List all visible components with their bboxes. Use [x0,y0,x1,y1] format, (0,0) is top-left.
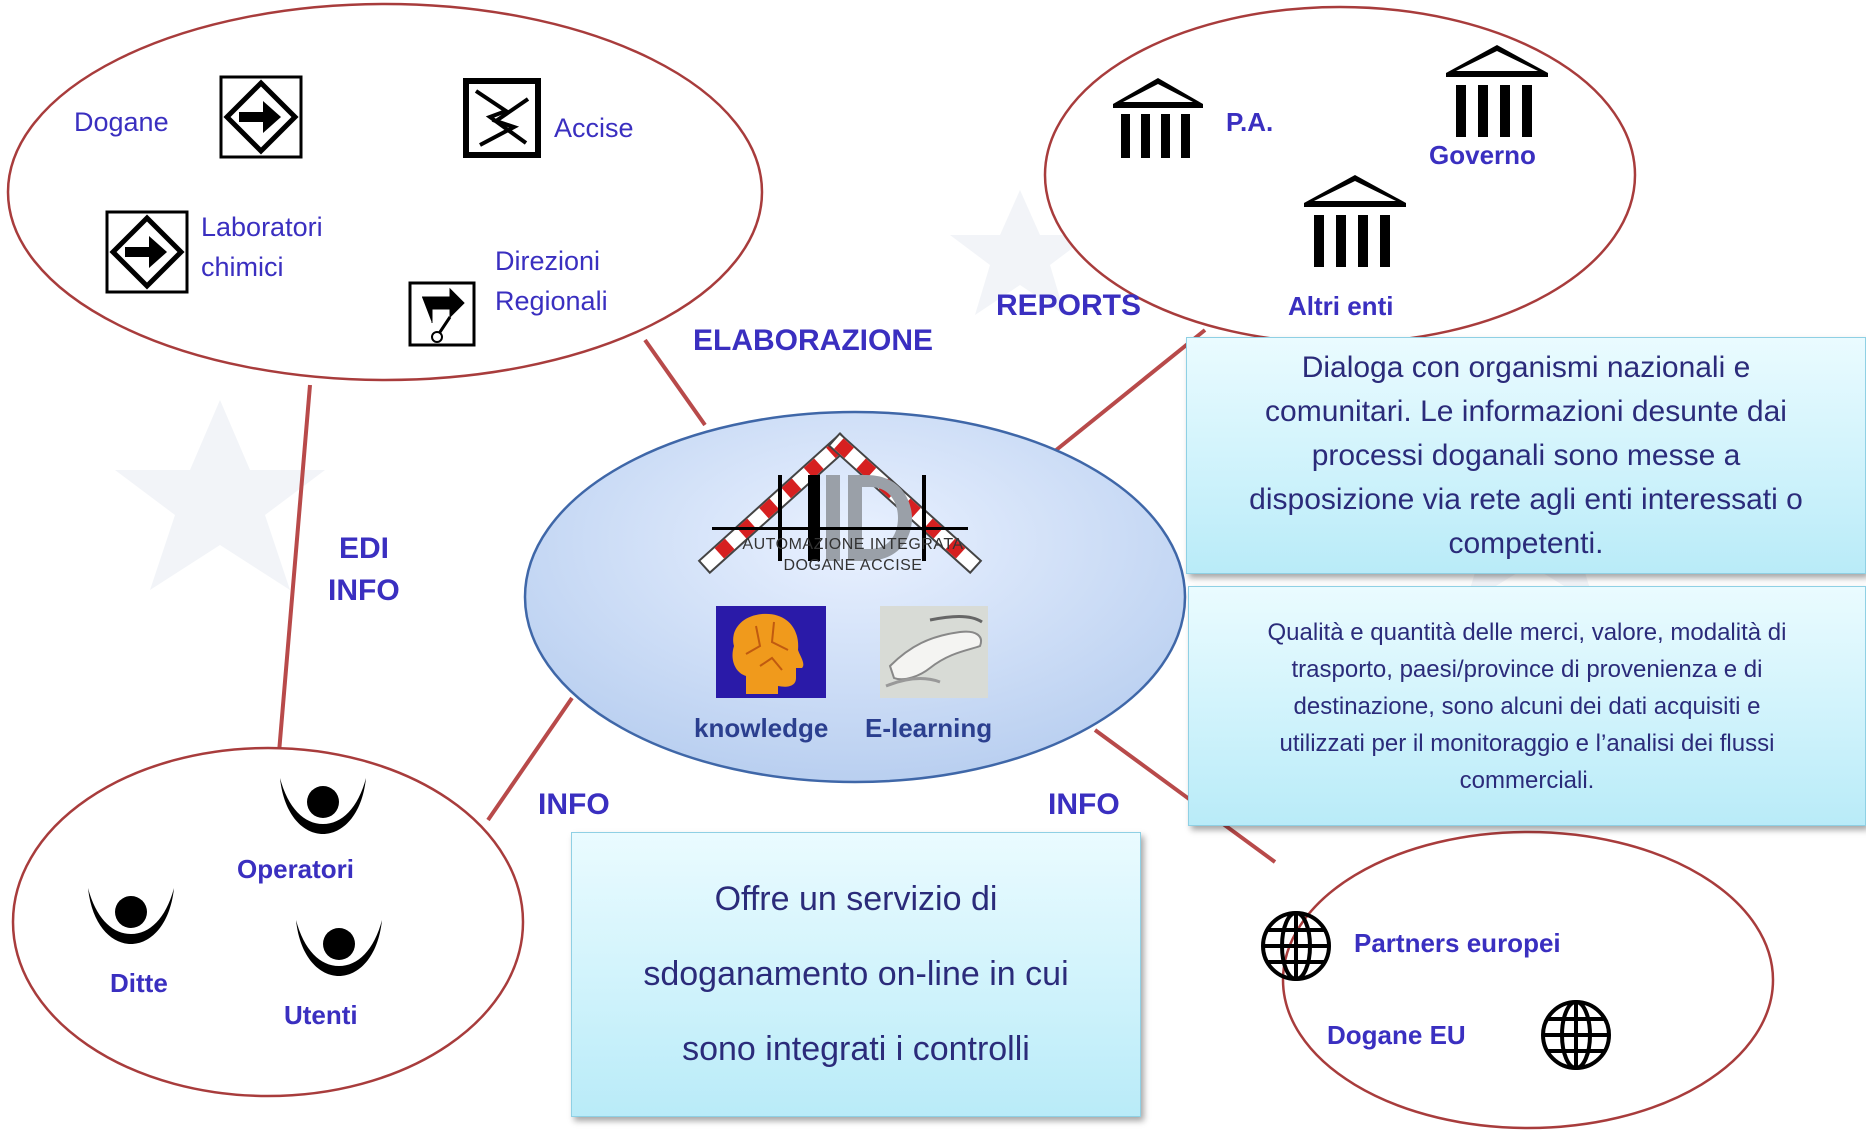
qualita-line-4: utilizzati per il monitoraggio e l’anali… [1279,729,1775,757]
altri-enti-label: Altri enti [1288,291,1394,321]
offre-line-2: sdoganamento on-line in cui [643,955,1069,993]
dialoga-line-4: disposizione via rete agli enti interess… [1249,482,1803,516]
qualita-box: Qualità e quantità delle merci, valore, … [1188,586,1866,826]
ellipses [6,2,1775,1130]
operatori-label: Operatori [237,854,355,884]
qualita-line-3: destinazione, sono alcuni dei dati acqui… [1293,692,1761,720]
elaborazione-link-label: ELABORAZIONE [693,324,933,357]
operatori-person-icon [280,778,366,834]
dogane-eu-label: Dogane EU [1327,1020,1466,1050]
aida-logo [697,432,983,575]
governo-building-icon [1446,45,1548,137]
direzioni-label-2: Regionali [495,286,608,316]
logo-subtitle-2: DOGANE ACCISE [783,557,923,574]
edi-info-link-label: INFO [328,574,400,607]
qualita-line-1: Qualità e quantità delle merci, valore, … [1267,618,1787,646]
accise-icon [463,78,541,158]
reports-link-label: REPORTS [996,289,1142,322]
knowledge-caption: knowledge [694,713,829,743]
dialoga-line-2: comunitari. Le informazioni desunte dai [1265,394,1787,428]
dogane-icon [219,75,303,159]
info-right-link-label: INFO [1048,788,1120,821]
dialoga-line-5: competenti. [1448,526,1604,560]
offre-line-1: Offre un servizio di [714,880,998,918]
dogane-eu-globe-icon [1541,1000,1611,1070]
accise-label: Accise [554,113,634,143]
ditte-person-icon [88,888,174,944]
direzioni-label-1: Direzioni [495,246,601,276]
altri-enti-building-icon [1304,175,1406,267]
direzioni-icon [408,281,476,347]
elearning-caption: E-learning [865,713,993,743]
governo-label: Governo [1429,140,1536,170]
logo-subtitle-1: AUTOMAZIONE INTEGRATA [742,536,964,553]
partners-europei-label: Partners europei [1354,928,1561,958]
utenti-person-icon [296,920,382,976]
edi-link-label: EDI [339,532,390,565]
partners-globe-icon [1261,911,1331,981]
dialoga-line-1: Dialoga con organismi nazionali e [1301,350,1751,384]
dialoga-box: Dialoga con organismi nazionali e comuni… [1186,337,1866,574]
laboratori-icon [105,210,189,294]
offre-box: Offre un servizio di sdoganamento on-lin… [571,832,1141,1117]
laboratori-label-1: Laboratori [201,212,323,242]
ditte-label: Ditte [110,968,168,998]
utenti-label: Utenti [284,1000,358,1030]
knowledge-image [716,606,826,698]
elearning-image [880,606,988,698]
pa-building-icon [1113,78,1203,158]
pa-label: P.A. [1226,107,1274,137]
info-left-link-label: INFO [538,788,610,821]
dialoga-line-3: processi doganali sono messe a [1311,438,1741,472]
dogane-label: Dogane [74,107,169,137]
offre-line-3: sono integrati i controlli [682,1030,1030,1068]
qualita-line-5: commerciali. [1459,766,1595,794]
qualita-line-2: trasporto, paesi/province di provenienza… [1291,655,1763,683]
center-ellipse [523,410,1187,784]
laboratori-label-2: chimici [201,252,284,282]
